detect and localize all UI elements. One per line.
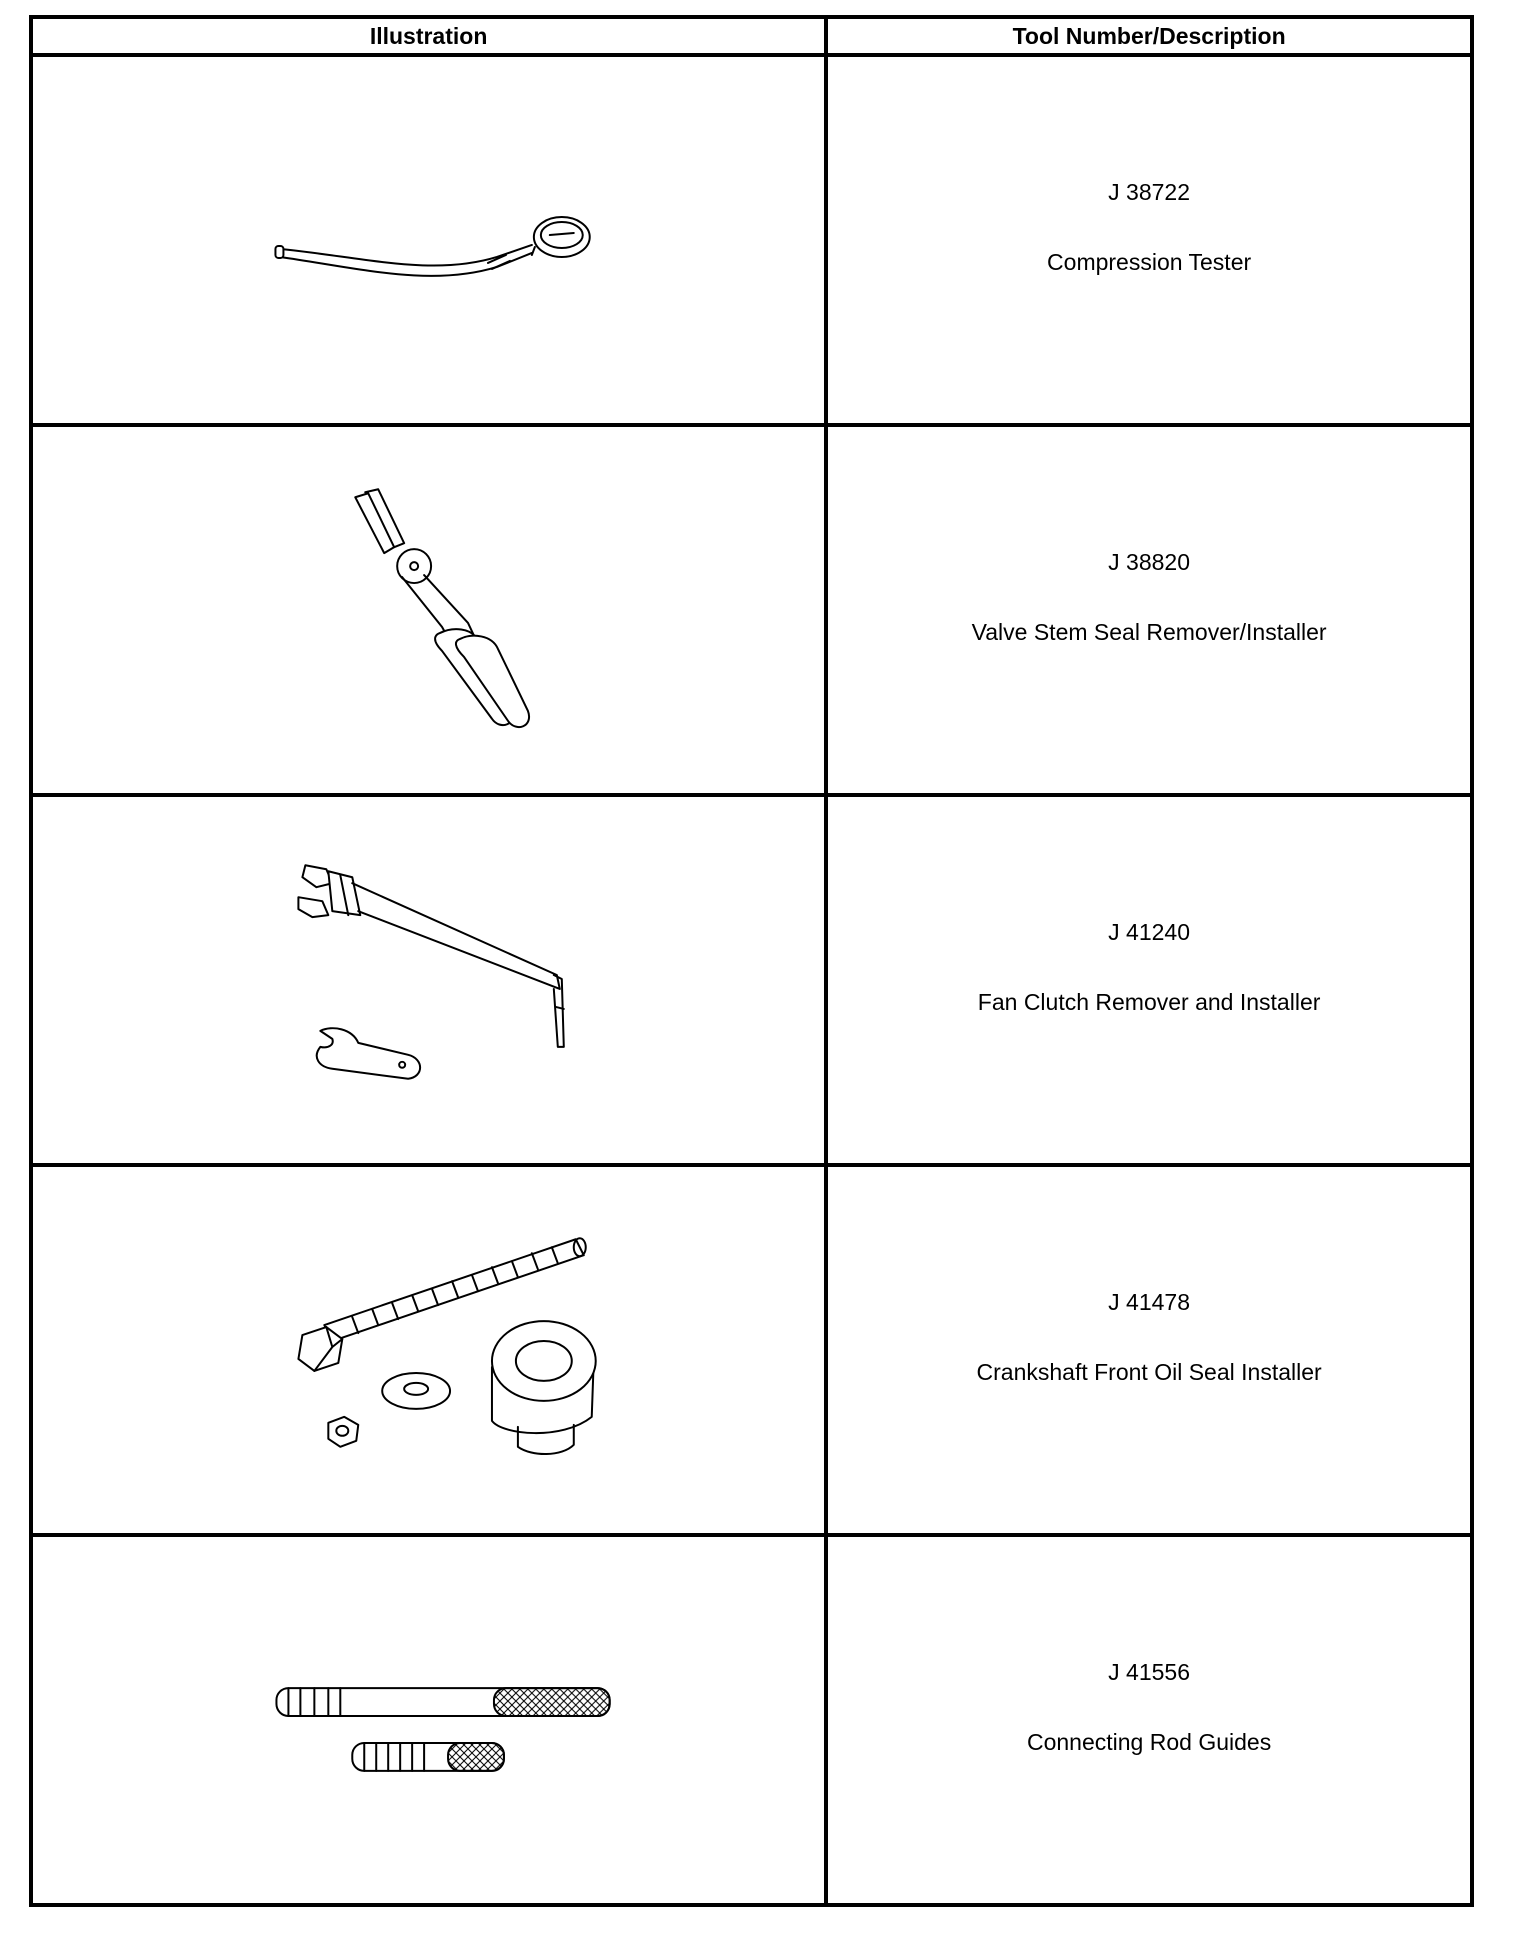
tool-description-cell: J 41240 Fan Clutch Remover and Installer — [824, 793, 1474, 1167]
tool-number: J 41478 — [1108, 1289, 1191, 1316]
compression-tester-icon — [274, 216, 591, 277]
table-row: J 38820 Valve Stem Seal Remover/Installe… — [28, 423, 1474, 797]
tool-number: J 38820 — [1108, 549, 1191, 576]
valve-stem-seal-pliers-icon — [354, 488, 531, 729]
table-header-row: Illustration Tool Number/Description — [28, 15, 1474, 57]
header-tool-number-description: Tool Number/Description — [824, 15, 1474, 57]
crankshaft-seal-installer-icon — [297, 1237, 597, 1455]
tool-description: Connecting Rod Guides — [1026, 1729, 1272, 1755]
illustration-cell — [28, 423, 829, 797]
illustration-cell — [28, 793, 829, 1167]
tool-description-cell: J 38820 Valve Stem Seal Remover/Installe… — [824, 423, 1474, 797]
connecting-rod-guides-icon — [275, 1687, 611, 1772]
tool-description: Fan Clutch Remover and Installer — [977, 989, 1321, 1015]
tool-description-cell: J 41556 Connecting Rod Guides — [824, 1533, 1474, 1907]
tool-number: J 41240 — [1108, 919, 1191, 946]
table-row: J 41240 Fan Clutch Remover and Installer — [28, 793, 1474, 1167]
illustration-cell — [28, 53, 829, 427]
header-illustration: Illustration — [28, 15, 829, 57]
tool-description: Valve Stem Seal Remover/Installer — [971, 619, 1327, 645]
tool-description: Crankshaft Front Oil Seal Installer — [976, 1359, 1322, 1385]
tool-description-cell: J 41478 Crankshaft Front Oil Seal Instal… — [824, 1163, 1474, 1537]
tool-description-cell: J 38722 Compression Tester — [824, 53, 1474, 427]
tool-number: J 41556 — [1108, 1659, 1191, 1686]
tool-number: J 38722 — [1108, 179, 1191, 206]
special-tools-table: Illustration Tool Number/Description J — [28, 15, 1474, 1907]
illustration-cell — [28, 1533, 829, 1907]
tool-description: Compression Tester — [1047, 249, 1252, 275]
table-row: J 41478 Crankshaft Front Oil Seal Instal… — [28, 1163, 1474, 1537]
table-row: J 41556 Connecting Rod Guides — [28, 1533, 1474, 1907]
table-row: J 38722 Compression Tester — [28, 53, 1474, 427]
illustration-cell — [28, 1163, 829, 1537]
fan-clutch-wrench-icon — [297, 864, 565, 1080]
